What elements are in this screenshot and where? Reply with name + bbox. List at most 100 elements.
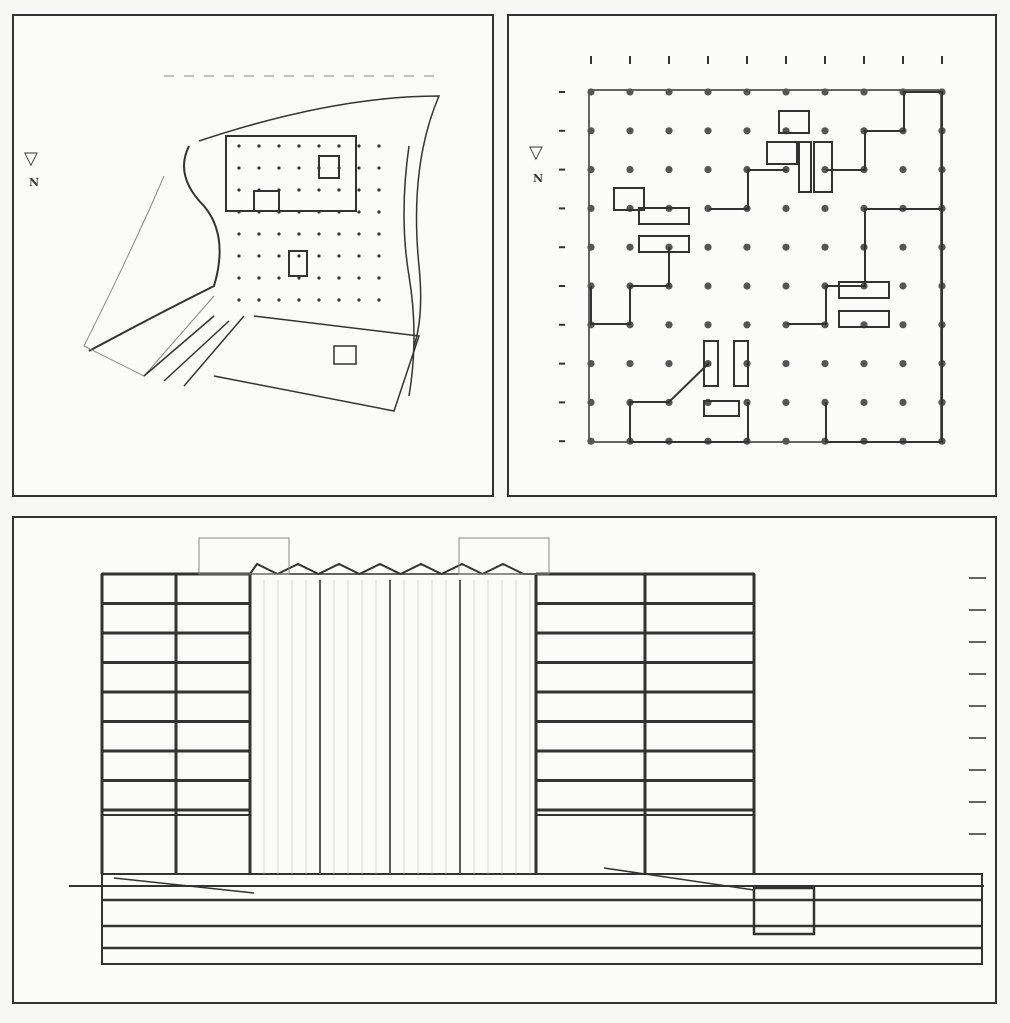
column-dot: [782, 398, 790, 406]
column-dot: [357, 210, 361, 214]
column-dot: [626, 88, 634, 96]
column-dot: [704, 127, 712, 135]
rooftop-structure: [458, 537, 550, 575]
column-dot: [297, 298, 301, 302]
column-dot: [357, 166, 361, 170]
atrium-outline: [249, 573, 537, 875]
column-dot: [665, 127, 673, 135]
column-dot: [317, 210, 321, 214]
north-arrow-icon: ▽: [529, 142, 543, 163]
column-dot: [277, 188, 281, 192]
column-dot: [860, 88, 868, 96]
core: [253, 190, 280, 212]
service-core: [703, 340, 719, 387]
north-arrow-icon: ▽: [24, 148, 38, 169]
column-dot: [782, 88, 790, 96]
column-dot: [317, 254, 321, 258]
column-dot: [821, 127, 829, 135]
column-dot: [237, 298, 241, 302]
column-dot: [860, 360, 868, 368]
basement-outline: [101, 873, 983, 965]
mechanical-room: [752, 886, 816, 936]
site-plan-panel: ▽ N: [12, 14, 494, 497]
service-core: [838, 281, 890, 299]
column-dot: [626, 166, 634, 174]
column-dot: [257, 254, 261, 258]
column-dot: [377, 232, 381, 236]
column-dot: [297, 276, 301, 280]
column-dot: [337, 254, 341, 258]
column-dot: [257, 276, 261, 280]
column-dot: [237, 144, 241, 148]
column-dot: [899, 282, 907, 290]
column-dot: [257, 298, 261, 302]
column-dot: [704, 398, 712, 406]
column-dot: [821, 166, 829, 174]
column-dot: [704, 243, 712, 251]
column-dot: [665, 321, 673, 329]
column-dot: [743, 321, 751, 329]
column-dot: [337, 298, 341, 302]
column-dot: [587, 127, 595, 135]
service-core: [838, 310, 890, 328]
column-dot: [337, 144, 341, 148]
column-dot: [277, 298, 281, 302]
floor-outline: [588, 89, 942, 443]
service-core: [613, 187, 645, 211]
column-dot: [377, 188, 381, 192]
column-dot: [277, 166, 281, 170]
column-dot: [782, 204, 790, 212]
column-dot: [317, 276, 321, 280]
column-dot: [357, 254, 361, 258]
column-dot: [587, 360, 595, 368]
column-dot: [704, 204, 712, 212]
column-dot: [899, 166, 907, 174]
building-section-panel: [12, 516, 997, 1004]
column-dot: [237, 254, 241, 258]
column-dot: [782, 437, 790, 445]
service-core: [733, 340, 749, 387]
column-dot: [337, 210, 341, 214]
column-dot: [704, 282, 712, 290]
column-dot: [626, 127, 634, 135]
column-dot: [626, 360, 634, 368]
plaza-outline: [213, 315, 421, 412]
column-dot: [337, 166, 341, 170]
column-dot: [237, 210, 241, 214]
column-dot: [277, 144, 281, 148]
column-dot: [743, 88, 751, 96]
column-dot: [782, 243, 790, 251]
north-label: N: [29, 176, 40, 189]
column-dot: [782, 360, 790, 368]
column-dot: [860, 398, 868, 406]
column-dot: [257, 188, 261, 192]
column-dot: [277, 276, 281, 280]
column-dot: [317, 232, 321, 236]
column-dot: [237, 166, 241, 170]
column-dot: [377, 144, 381, 148]
column-dot: [899, 243, 907, 251]
column-dot: [257, 166, 261, 170]
column-dot: [237, 276, 241, 280]
column-dot: [821, 243, 829, 251]
column-dot: [317, 188, 321, 192]
ramp-lines: [143, 315, 245, 387]
column-dot: [377, 298, 381, 302]
column-dot: [257, 144, 261, 148]
column-dot: [317, 298, 321, 302]
service-core: [638, 207, 690, 225]
column-dot: [587, 166, 595, 174]
column-dot: [337, 276, 341, 280]
column-dot: [587, 437, 595, 445]
column-dot: [277, 254, 281, 258]
column-dot: [821, 360, 829, 368]
site-plan-drawing: [83, 75, 441, 412]
column-dot: [297, 210, 301, 214]
column-dot: [237, 232, 241, 236]
core: [288, 250, 308, 277]
column-dot: [297, 232, 301, 236]
column-dot: [317, 166, 321, 170]
column-dot: [297, 166, 301, 170]
column-dot: [899, 321, 907, 329]
column-dot: [377, 166, 381, 170]
